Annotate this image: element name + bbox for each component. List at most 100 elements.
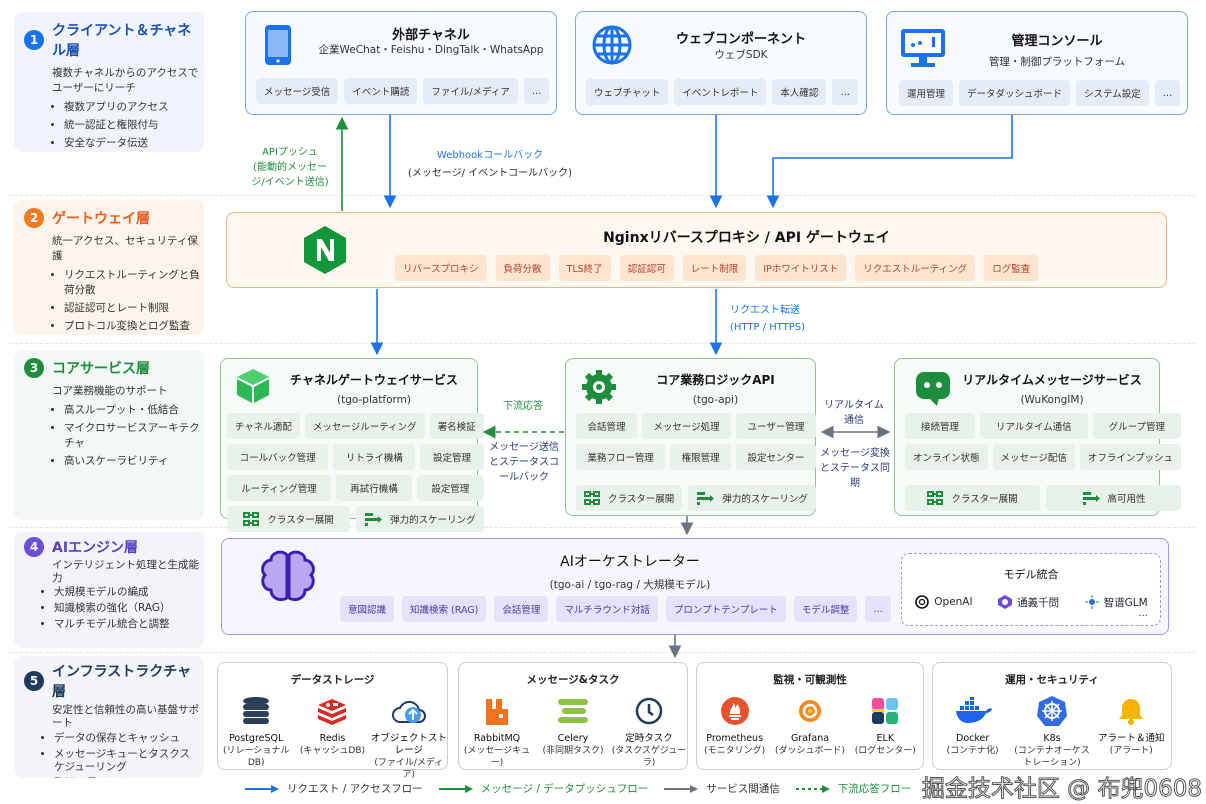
chip-row: チャネル適配メッセージルーティング署名検証	[227, 413, 484, 439]
box-title: 外部チャネル	[392, 28, 470, 43]
deploy-chip[interactable]: 高可用性	[1046, 485, 1182, 511]
model-openai: OpenAI	[934, 596, 973, 608]
feature-chip[interactable]: ファイル/メディア	[423, 78, 518, 104]
feature-chip[interactable]: グループ管理	[1092, 413, 1182, 439]
feature-chip[interactable]: モデル調整	[793, 596, 858, 622]
feature-chip[interactable]: 負荷分散	[495, 255, 550, 281]
feature-chip[interactable]: データダッシュボード	[959, 80, 1071, 106]
feature-chip[interactable]: 本人確認	[772, 79, 827, 105]
infra-item[interactable]: Redis(キャッシュDB)	[294, 695, 370, 781]
deploy-chip[interactable]: 弾力的スケーリング	[356, 506, 484, 532]
infra-item[interactable]: Grafana(ダッシュボード)	[772, 695, 847, 757]
feature-chip[interactable]: コールバック管理	[227, 444, 329, 470]
feature-chip[interactable]: 権限管理	[670, 444, 732, 470]
feature-chip[interactable]: メッセージ処理	[641, 413, 732, 439]
infra-items: PostgreSQL(リレーショナルDB)Redis(キャッシュDB)オブジェク…	[218, 695, 447, 781]
feature-chip[interactable]: 再試行機構	[336, 475, 413, 501]
feature-chip[interactable]: 設定管理	[417, 475, 484, 501]
feature-chip[interactable]: チャネル適配	[227, 413, 300, 439]
deploy-label: 弾力的スケーリング	[390, 515, 476, 526]
infra-item-desc: (ログセンター)	[854, 746, 916, 756]
admin-console-box[interactable]: 管理コンソール 管理・制御プラットフォーム 運用管理データダッシュボードシステム…	[886, 11, 1188, 115]
grafana-icon	[772, 695, 847, 727]
cluster-icon	[927, 491, 944, 505]
layer-panel-ai: 4AIエンジン層インテリジェント処理と生成能力大規模モデルの編成知識検索の強化（…	[14, 532, 204, 648]
layer-title: ゲートウェイ層	[52, 211, 150, 227]
feature-chip[interactable]: 運用管理	[899, 80, 954, 106]
feature-chip[interactable]: メッセージ配信	[992, 444, 1075, 470]
deploy-chip[interactable]: クラスター展開	[227, 506, 351, 532]
external-channel-box[interactable]: 外部チャネル 企業WeChat・Feishu・DingTalk・WhatsApp…	[245, 11, 557, 115]
layer-panel-core: 3コアサービス層コア業務機能のサポート高スループット・低結合マイクロサービスアー…	[14, 350, 204, 520]
web-component-box[interactable]: ウェブコンポーネント ウェブSDK ウェブチャットイベントレポート本人確認…	[575, 11, 867, 115]
feature-chip[interactable]: 接続管理	[905, 413, 975, 439]
feature-chip[interactable]: IPホワイトリスト	[755, 255, 847, 281]
more-chip[interactable]: …	[832, 79, 858, 105]
bullet-item: 安全なデータ伝送	[64, 136, 200, 151]
core-api-box[interactable]: コア業務ロジックAPI (tgo-api) 会話管理メッセージ処理ユーザー管理業…	[565, 358, 816, 516]
infra-item[interactable]: オブジェクトストレージ(ファイル/メディア)	[371, 695, 447, 781]
layer-number: 5	[24, 671, 44, 691]
deploy-chip[interactable]: クラスター展開	[576, 485, 683, 511]
feature-chip[interactable]: メッセージ受信	[256, 78, 339, 104]
kubernetes-icon	[1014, 695, 1090, 727]
infra-item[interactable]: K8s(コンテナオーケストレーション)	[1014, 695, 1090, 769]
infra-item[interactable]: ELK(ログセンター)	[848, 695, 923, 757]
feature-chip[interactable]: TLS終了	[558, 255, 611, 281]
feature-chip[interactable]: 設定管理	[420, 444, 484, 470]
feature-chip[interactable]: リクエストルーティング	[855, 255, 976, 281]
feature-chip[interactable]: マルチラウンド対話	[556, 596, 658, 622]
realtime-message-service-box[interactable]: リアルタイムメッセージサービス (WuKongIM) 接続管理リアルタイム通信グ…	[894, 358, 1182, 516]
more-chip[interactable]: …	[1154, 80, 1181, 106]
feature-chip[interactable]: 認証認可	[619, 255, 674, 281]
feature-chip[interactable]: ログ監査	[984, 255, 1039, 281]
ai-orchestrator-box[interactable]: AIオーケストレーター (tgo-ai / tgo-rag / 大規模モデル) …	[221, 538, 1169, 635]
deploy-chip[interactable]: 弾力的スケーリング	[688, 485, 816, 511]
bullet-item: データの保存とキャッシュ	[54, 732, 200, 745]
feature-chip[interactable]: イベントレポート	[674, 79, 767, 105]
feature-chip[interactable]: 知識検索 (RAG)	[402, 596, 487, 622]
infra-item[interactable]: PostgreSQL(リレーショナルDB)	[218, 695, 294, 781]
feature-chip[interactable]: 業務フロー管理	[576, 444, 666, 470]
more-chip[interactable]: …	[523, 78, 550, 104]
feature-chip[interactable]: システム設定	[1076, 80, 1149, 106]
feature-chip[interactable]: 会話管理	[576, 413, 637, 439]
feature-chip[interactable]: リアルタイム通信	[979, 413, 1088, 439]
glm-icon	[1084, 595, 1099, 609]
webhook-label: Webhookコールバック	[436, 150, 544, 161]
qwen-icon	[998, 595, 1013, 609]
feature-chip[interactable]: リバースプロキシ	[395, 255, 487, 281]
feature-chip[interactable]: 署名検証	[429, 413, 484, 439]
feature-chip[interactable]: リトライ機構	[333, 444, 416, 470]
infra-item[interactable]: Celery(非同期タスク)	[535, 695, 611, 769]
infra-item[interactable]: アラート＆通知(アラート)	[1093, 695, 1169, 769]
box-title: ウェブコンポーネント	[675, 32, 806, 47]
infra-items: Prometheus(モニタリング)Grafana(ダッシュボード)ELK(ログ…	[697, 695, 923, 757]
infra-item[interactable]: 定時タスク(タスクスゲジューラ)	[611, 695, 687, 769]
feature-chip[interactable]: ユーザー管理	[736, 413, 816, 439]
feature-chip[interactable]: メッセージルーティング	[304, 413, 425, 439]
feature-chip[interactable]: 設定センター	[736, 444, 816, 470]
model-glm: 智谱GLM	[1103, 596, 1148, 609]
infra-item[interactable]: RabbitMQ(メッセージキュー)	[459, 695, 535, 769]
feature-chip[interactable]: オンライン状態	[905, 444, 988, 470]
box-subtitle: (WuKongIM)	[1020, 394, 1084, 406]
infra-item[interactable]: Prometheus(モニタリング)	[697, 695, 772, 757]
feature-chip[interactable]: プロンプトテンプレート	[665, 596, 786, 622]
infra-item[interactable]: Docker(コンテナ化)	[935, 695, 1011, 769]
scaling-icon	[365, 513, 383, 526]
channel-gateway-service-box[interactable]: チャネルゲートウェイサービス (tgo-platform) チャネル適配メッセー…	[220, 358, 484, 532]
deploy-chip[interactable]: クラスター展開	[905, 485, 1041, 511]
more-chip[interactable]: …	[865, 596, 891, 622]
feature-chip[interactable]: レート制限	[682, 255, 747, 281]
feature-chip[interactable]: 意図認識	[340, 596, 395, 622]
infra-item-desc: (キャッシュDB)	[299, 746, 366, 756]
feature-chip[interactable]: ルーティング管理	[227, 475, 331, 501]
feature-chip[interactable]: ウェブチャット	[586, 79, 669, 105]
feature-chip[interactable]: イベント購読	[344, 78, 418, 104]
feature-chip[interactable]: 会話管理	[494, 596, 549, 622]
infra-item-desc: (コンテナオーケストレーション)	[1014, 746, 1090, 768]
legend-downstream: 下流応答フロー	[837, 783, 912, 795]
feature-chip[interactable]: オフラインプッシュ	[1079, 444, 1182, 470]
